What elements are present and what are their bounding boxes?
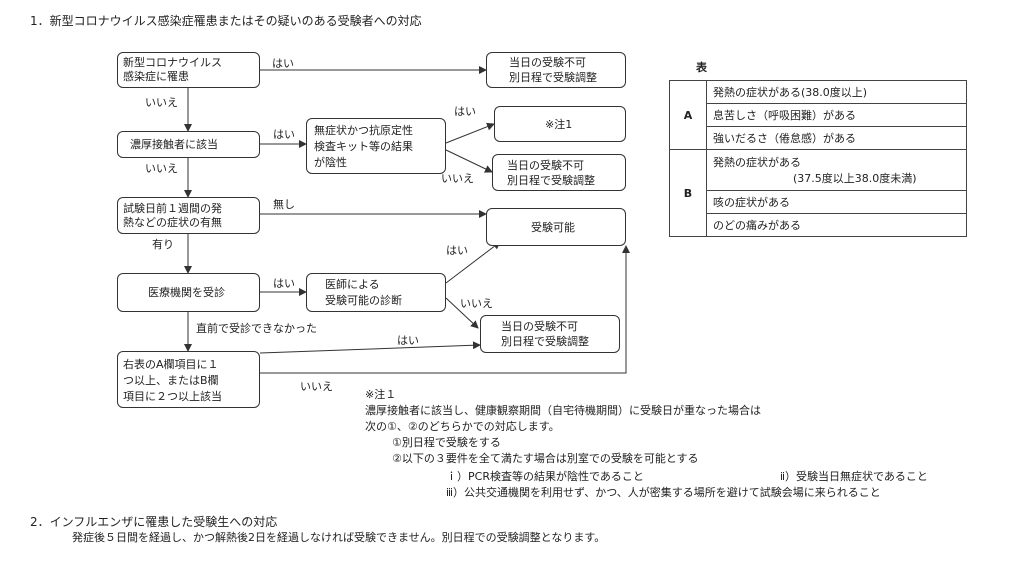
box-clinic: 医療機関を受診 (117, 273, 260, 312)
table-row: 息苦しさ（呼吸困難）がある (670, 103, 967, 127)
box-possible: 受験可能 (486, 208, 626, 246)
group-label-b: B (669, 149, 707, 237)
label-clinic-yes: はい (273, 277, 295, 290)
section2-body: 発症後５日間を経過し、かつ解熱後2日を経過しなければ受験できません。別日程での受… (72, 531, 606, 544)
note-line1: 濃厚接触者に該当し、健康観察期間（自宅待機期間）に受験日が重なった場合は (365, 404, 761, 417)
note-req-iii: ⅲ）公共交通機関を利用せず、かつ、人が密集する場所を避けて試験会場に来られること (446, 486, 881, 499)
label-contact-yes: はい (273, 128, 295, 141)
table-cell: 発熱の症状がある (37.5度以上38.0度未満) (706, 149, 967, 191)
label-not-visited: 直前で受診できなかった (196, 322, 317, 335)
table-row: 強いだるさ（倦怠感）がある (670, 126, 967, 150)
section1-title: 1．新型コロナウイルス感染症罹患またはその疑いのある受験者への対応 (30, 14, 422, 28)
group-label-a: A (669, 80, 707, 150)
label-antigen-yes: はい (454, 105, 476, 118)
section2-title: 2．インフルエンザに罹患した受験生への対応 (30, 515, 278, 529)
table-row: B 発熱の症状がある (37.5度以上38.0度未満) (669, 149, 967, 237)
arrow-doctor-no (445, 297, 479, 329)
label-infected-no: いいえ (145, 96, 178, 109)
table-cell: 強いだるさ（倦怠感）がある (706, 126, 967, 150)
note-req-i: ｉ）PCR検査等の結果が陰性であること (446, 470, 644, 483)
table-cell: 息苦しさ（呼吸困難）がある (706, 103, 967, 127)
box-antigen: 無症状かつ抗原定性 検査キット等の結果 が陰性 (306, 118, 446, 174)
box-symptoms: 試験日前１週間の発 熱などの症状の有無 (117, 197, 260, 234)
note-line2: 次の①、②のどちらかでの対応します。 (365, 420, 560, 433)
label-infected-yes: はい (272, 57, 294, 70)
label-check-yes: はい (397, 334, 419, 347)
note-item2: ②以下の３要件を全て満たす場合は別室での受験を可能とする (392, 452, 699, 465)
box-not-possible-1: 当日の受験不可 別日程で受験調整 (486, 52, 626, 88)
label-check-no: いいえ (300, 380, 333, 393)
box-table-check: 右表のA欄項目に１ つ以上、またはB欄 項目に２つ以上該当 (117, 351, 260, 408)
box-infected: 新型コロナウイルス 感染症に罹患 (117, 52, 260, 88)
label-symptoms-present: 有り (152, 238, 174, 251)
label-antigen-no: いいえ (441, 172, 474, 185)
table-row: 咳の症状がある (670, 190, 967, 214)
box-doctor: 医師による 受験可能の診断 (306, 273, 446, 312)
arrow-check-yes (259, 341, 481, 354)
arrow-check-no (260, 245, 630, 374)
label-doctor-no: いいえ (460, 297, 493, 310)
table-cell: 発熱の症状がある(38.0度以上) (706, 80, 967, 104)
arrow-antigen-no (445, 149, 493, 173)
symptom-table: A 発熱の症状がある(38.0度以上) 息苦しさ（呼吸困難）がある 強いだるさ（… (669, 80, 967, 237)
table-row: のどの痛みがある (670, 213, 967, 237)
table-cell: 咳の症状がある (706, 190, 967, 214)
box-not-possible-3: 当日の受験不可 別日程で受験調整 (480, 315, 620, 353)
note-item1: ①別日程で受験をする (392, 436, 501, 449)
label-contact-no: いいえ (145, 162, 178, 175)
box-close-contact: 濃厚接触者に該当 (117, 131, 260, 158)
note-title: ※注１ (365, 388, 397, 401)
table-cell: のどの痛みがある (706, 213, 967, 237)
box-not-possible-2: 当日の受験不可 別日程で受験調整 (492, 154, 626, 191)
label-doctor-yes: はい (446, 244, 468, 257)
arrow-doctor-yes (445, 241, 501, 284)
label-symptoms-none: 無し (273, 198, 295, 211)
table-row: A 発熱の症状がある(38.0度以上) (669, 80, 967, 150)
arrow-antigen-yes (445, 122, 495, 144)
note-req-ii: ⅱ）受験当日無症状であること (780, 470, 928, 483)
table-title: 表 (696, 61, 707, 74)
box-note1: ※注1 (494, 106, 626, 142)
